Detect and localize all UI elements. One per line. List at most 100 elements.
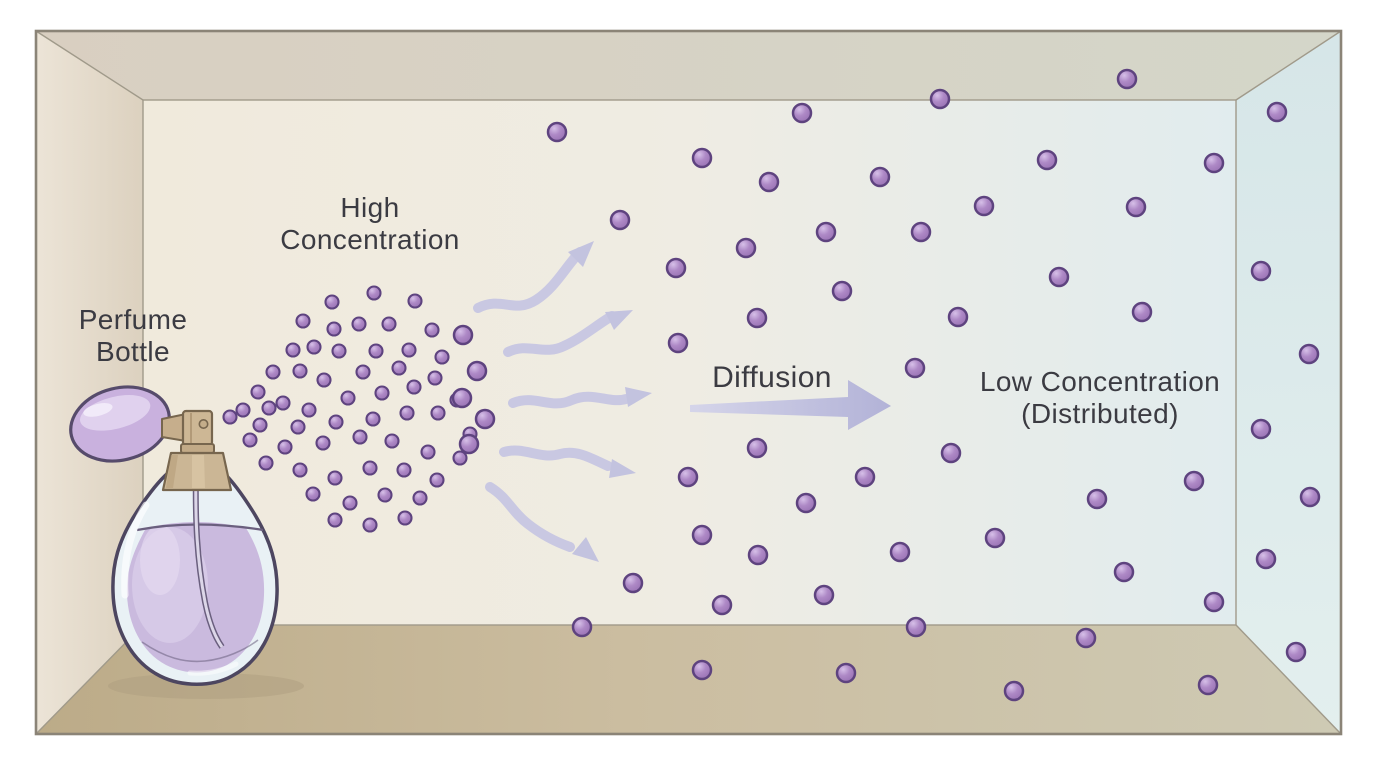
cluster-molecule [222,409,238,425]
molecule [889,541,911,563]
molecule [929,88,951,110]
molecule [1266,101,1288,123]
liquid-bottom-line [141,639,259,663]
molecule [546,121,568,143]
cluster-molecule [424,322,440,338]
room-back-wall [143,100,1236,625]
molecule [1003,680,1025,702]
cluster-molecule [292,462,308,478]
cluster-molecule [285,342,301,358]
cluster-molecule [355,364,371,380]
arrowhead-icon [568,241,594,267]
molecule [791,102,813,124]
molecule [1116,68,1138,90]
low-concentration-label-line1: Low Concentration [979,366,1221,397]
molecule [571,616,593,638]
spray-nozzle-hole [198,418,209,429]
cluster-molecule [242,432,258,448]
molecule [1048,266,1070,288]
molecule [984,527,1006,549]
molecule [711,594,733,616]
molecule [905,616,927,638]
molecule [1203,591,1225,613]
molecule [854,466,876,488]
cluster-molecule [324,294,340,310]
molecule [451,387,473,409]
room-right-wall [1236,31,1341,734]
molecule [747,544,769,566]
cluster-molecule [399,405,415,421]
cluster-molecule [250,384,266,400]
spray-head [181,409,214,447]
cluster-molecule [261,400,277,416]
high-concentration-label-line2: Concentration [280,224,460,255]
cluster-molecule [277,439,293,455]
distributed-molecules [451,68,1321,702]
cluster-molecule [427,370,443,386]
molecule [667,332,689,354]
molecule [869,166,891,188]
diffusion-label: Diffusion [642,362,902,394]
perfume-bottle-label-line2: Bottle [96,336,170,367]
molecule [758,171,780,193]
molecule [691,659,713,681]
cluster-molecule [430,405,446,421]
cluster-molecule [306,339,322,355]
cluster-molecule [434,349,450,365]
molecule [746,307,768,329]
arrowhead-icon [605,310,633,330]
molecule [458,433,480,455]
molecule [1125,196,1147,218]
molecule [691,524,713,546]
cluster-molecule [362,460,378,476]
molecule [622,572,644,594]
diffusion-label-text: Diffusion [712,361,832,394]
molecule [677,466,699,488]
molecule [813,584,835,606]
room-floor [36,625,1341,734]
cluster-molecule [275,395,291,411]
cluster-molecule [352,429,368,445]
diffusion-arrow-icon [690,380,891,430]
perfume-bottle-illustration [69,385,304,699]
molecule [1203,152,1225,174]
molecule [1197,674,1219,696]
liquid-gloss [140,525,180,595]
room-ceiling [36,31,1341,100]
cluster-molecule [452,450,468,466]
cluster-molecule [351,316,367,332]
cluster-molecule [368,343,384,359]
cluster-molecule [292,363,308,379]
perfume-bottle-label-line1: Perfume [78,304,188,335]
cluster-molecule [340,390,356,406]
high-concentration-label: High Concentration [230,192,510,256]
cluster-molecule [327,512,343,528]
glass-highlight-bottom [187,661,239,676]
molecule [609,209,631,231]
atomizer-bulb [69,385,171,463]
cluster-molecule [420,444,436,460]
molecule [1183,470,1205,492]
cluster-molecule [342,495,358,511]
cluster-molecule [315,435,331,451]
cluster-molecule [305,486,321,502]
cluster-molecule [235,402,251,418]
molecule [746,437,768,459]
wavy-arrows [473,241,652,562]
cluster-molecule [252,417,268,433]
cluster-molecule [366,285,382,301]
glass-highlight-left [121,501,150,599]
molecule [691,147,713,169]
wavy-arrow-5 [485,482,599,562]
cluster-molecule [397,510,413,526]
cluster-molecule [396,462,412,478]
arrowhead-icon [625,387,652,407]
molecule [815,221,837,243]
cluster-molecule [374,385,390,401]
wavy-arrow-3 [508,387,652,409]
arrowhead-icon [609,459,636,478]
dip-tube-inner [194,469,224,648]
cluster-molecule [407,293,423,309]
